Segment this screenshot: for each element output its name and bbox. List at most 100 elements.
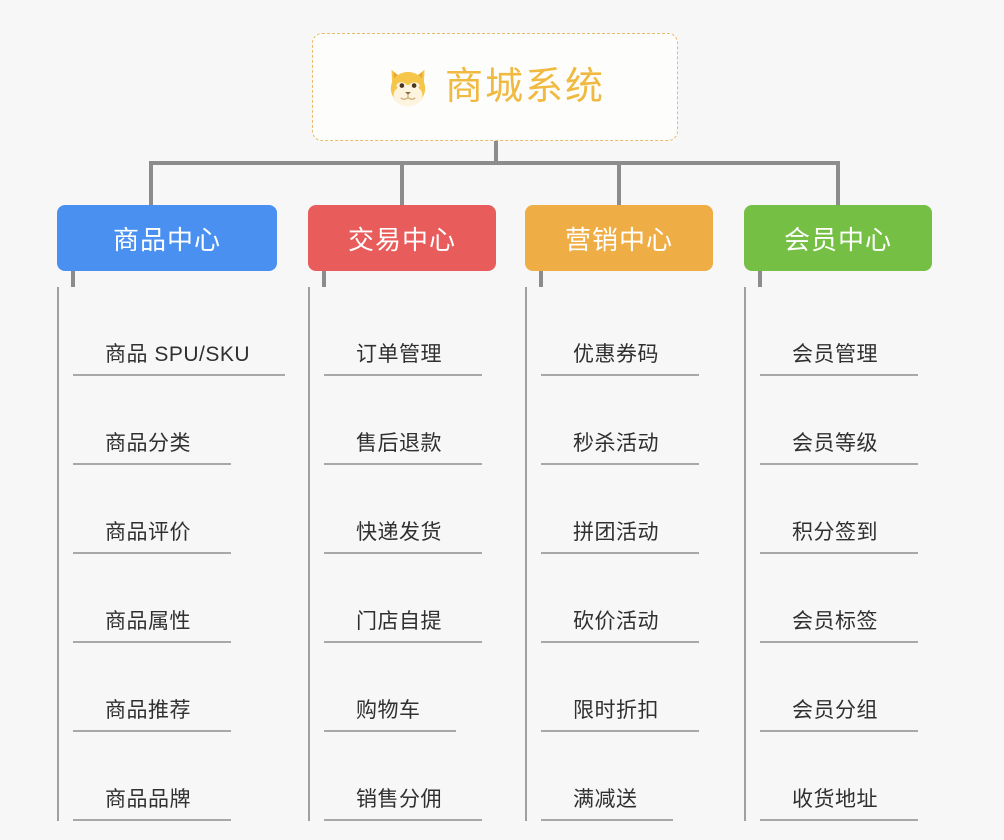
leaf-label: 快递发货 (356, 521, 442, 544)
leaf-label: 门店自提 (356, 610, 442, 633)
leaf-underline (73, 463, 231, 465)
category-column-trade: 交易中心 订单管理 售后退款 快递发货 门店自提 购物车 (308, 205, 496, 821)
leaf-label: 积分签到 (792, 521, 878, 544)
leaf-list-product: 商品 SPU/SKU 商品分类 商品评价 商品属性 商品推荐 商品品牌 (57, 287, 285, 821)
leaf-underline (760, 552, 918, 554)
leaf-underline (324, 463, 482, 465)
connector-header-stub-3 (539, 271, 543, 287)
connector-root-stem (494, 141, 498, 163)
list-item[interactable]: 会员管理 (760, 287, 932, 376)
leaf-label: 会员分组 (792, 699, 878, 722)
list-item[interactable]: 商品 SPU/SKU (73, 287, 285, 376)
list-item[interactable]: 商品属性 (73, 554, 277, 643)
leaf-label: 拼团活动 (573, 521, 659, 544)
connector-horizontal-bus (149, 161, 840, 165)
category-header-label: 营销中心 (564, 224, 673, 255)
category-header-label: 商品中心 (112, 224, 221, 255)
leaf-underline (760, 730, 918, 732)
list-item[interactable]: 商品品牌 (73, 732, 277, 821)
list-item[interactable]: 销售分佣 (324, 732, 496, 821)
leaf-label: 售后退款 (356, 432, 442, 455)
root-title: 商城系统 (444, 66, 605, 108)
list-item[interactable]: 收货地址 (760, 732, 932, 821)
leaf-label: 满减送 (573, 788, 638, 811)
leaf-label: 商品属性 (105, 610, 191, 633)
leaf-underline (324, 730, 456, 732)
list-item[interactable]: 砍价活动 (541, 554, 713, 643)
list-item[interactable]: 会员分组 (760, 643, 932, 732)
connector-drop-3 (617, 161, 621, 205)
leaf-label: 商品品牌 (105, 788, 191, 811)
list-item[interactable]: 秒杀活动 (541, 376, 713, 465)
list-item[interactable]: 快递发货 (324, 465, 496, 554)
leaf-list-trade: 订单管理 售后退款 快递发货 门店自提 购物车 销售分佣 (308, 287, 496, 821)
list-item[interactable]: 限时折扣 (541, 643, 713, 732)
leaf-underline (760, 819, 918, 821)
leaf-label: 商品 SPU/SKU (105, 343, 251, 366)
category-column-marketing: 营销中心 优惠券码 秒杀活动 拼团活动 砍价活动 限时折扣 (525, 205, 713, 821)
leaf-underline (541, 641, 699, 643)
leaf-underline (324, 641, 482, 643)
category-header-label: 交易中心 (347, 224, 456, 255)
leaf-underline (324, 374, 482, 376)
leaf-underline (73, 374, 285, 376)
root-node[interactable]: 商城系统 (312, 33, 678, 141)
connector-header-stub-2 (322, 271, 326, 287)
list-item[interactable]: 会员标签 (760, 554, 932, 643)
leaf-label: 购物车 (356, 699, 421, 722)
leaf-underline (73, 819, 231, 821)
leaf-underline (541, 552, 699, 554)
list-item[interactable]: 满减送 (541, 732, 713, 821)
leaf-label: 砍价活动 (573, 610, 659, 633)
category-column-product: 商品中心 商品 SPU/SKU 商品分类 商品评价 商品属性 商品推荐 (57, 205, 285, 821)
list-item[interactable]: 会员等级 (760, 376, 932, 465)
leaf-underline (73, 641, 231, 643)
leaf-underline (324, 552, 482, 554)
leaf-label: 会员等级 (792, 432, 878, 455)
leaf-label: 优惠券码 (573, 343, 659, 366)
connector-drop-4 (836, 161, 840, 205)
category-header-product[interactable]: 商品中心 (57, 205, 277, 271)
leaf-label: 会员管理 (792, 343, 878, 366)
category-header-trade[interactable]: 交易中心 (308, 205, 496, 271)
leaf-underline (541, 374, 699, 376)
shiba-dog-face-icon (385, 64, 431, 110)
list-item[interactable]: 售后退款 (324, 376, 496, 465)
leaf-list-member: 会员管理 会员等级 积分签到 会员标签 会员分组 收货地址 (744, 287, 932, 821)
leaf-label: 会员标签 (792, 610, 878, 633)
list-item[interactable]: 门店自提 (324, 554, 496, 643)
category-header-member[interactable]: 会员中心 (744, 205, 932, 271)
category-header-label: 会员中心 (783, 224, 892, 255)
list-item[interactable]: 拼团活动 (541, 465, 713, 554)
leaf-underline (73, 730, 231, 732)
category-header-marketing[interactable]: 营销中心 (525, 205, 713, 271)
leaf-underline (324, 819, 482, 821)
connector-drop-1 (149, 161, 153, 205)
leaf-underline (73, 552, 231, 554)
list-item[interactable]: 购物车 (324, 643, 496, 732)
list-item[interactable]: 订单管理 (324, 287, 496, 376)
connector-header-stub-4 (758, 271, 762, 287)
leaf-underline (541, 819, 673, 821)
leaf-label: 商品推荐 (105, 699, 191, 722)
list-item[interactable]: 商品推荐 (73, 643, 277, 732)
leaf-underline (760, 374, 918, 376)
leaf-underline (760, 463, 918, 465)
leaf-label: 销售分佣 (356, 788, 442, 811)
leaf-underline (541, 730, 699, 732)
leaf-label: 订单管理 (356, 343, 442, 366)
list-item[interactable]: 商品分类 (73, 376, 277, 465)
leaf-label: 商品评价 (105, 521, 191, 544)
connector-header-stub-1 (71, 271, 75, 287)
leaf-underline (760, 641, 918, 643)
connector-drop-2 (400, 161, 404, 205)
leaf-list-marketing: 优惠券码 秒杀活动 拼团活动 砍价活动 限时折扣 满减送 (525, 287, 713, 821)
list-item[interactable]: 优惠券码 (541, 287, 713, 376)
leaf-underline (541, 463, 699, 465)
list-item[interactable]: 积分签到 (760, 465, 932, 554)
leaf-label: 秒杀活动 (573, 432, 659, 455)
leaf-label: 收货地址 (792, 788, 878, 811)
list-item[interactable]: 商品评价 (73, 465, 277, 554)
leaf-label: 商品分类 (105, 432, 191, 455)
